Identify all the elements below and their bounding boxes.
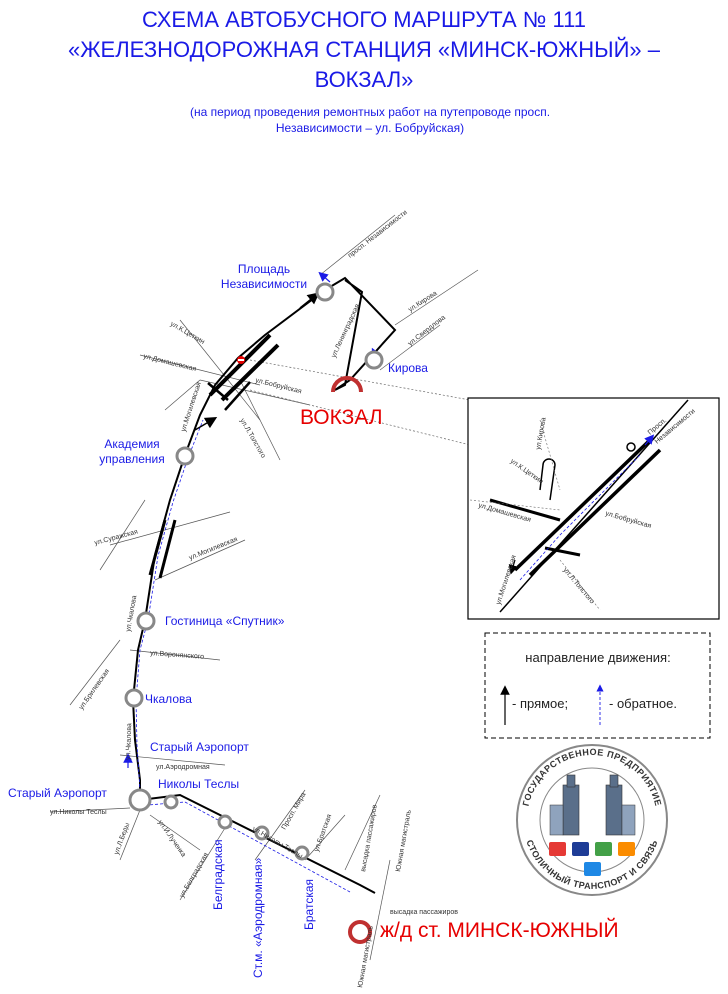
map-title-line1: СХЕМА АВТОБУСНОГО МАРШРУТА № 111 xyxy=(142,7,586,32)
street-lines xyxy=(49,214,479,961)
label-ploshchad-1: Площадь xyxy=(238,262,290,276)
label-bratskaya: Братская xyxy=(302,879,316,930)
organization-logo: ГОСУДАРСТВЕННОЕ ПРЕДПРИЯТИЕ СТОЛИЧНЫЙ ТР… xyxy=(516,744,668,896)
street-vysadka-1: высадка пассажиров xyxy=(360,804,379,872)
stop-chkalova xyxy=(124,688,144,708)
label-terminal-vokzal: ВОКЗАЛ xyxy=(300,406,383,429)
map-subtitle-line2: Независимости – ул. Бобруйская) xyxy=(275,121,465,135)
street-yuzhnaya: Южная магистраль xyxy=(395,809,413,872)
label-nikoly-tesly: Николы Теслы xyxy=(158,777,239,791)
label-stary-aeroport-left: Старый Аэропорт xyxy=(8,786,107,800)
route-reverse-line xyxy=(135,419,351,893)
legend-reverse-text: - обратное. xyxy=(609,696,677,711)
inset-map: Просп. Независимости ул.Кирова ул.К.Цетк… xyxy=(467,397,720,620)
street-aerodromnaya: ул.Аэродромная xyxy=(156,764,210,771)
street-voronyanskogo: ул.Воронянского xyxy=(150,650,205,661)
stop-markers xyxy=(124,282,384,861)
stop-bratskaya xyxy=(294,845,310,861)
label-akademiya-1: Академия xyxy=(104,437,159,451)
stop-aerodromnaya xyxy=(254,825,270,841)
label-stary-aeroport-right: Старый Аэропорт xyxy=(150,740,249,754)
street-chkalova: ул.Чкалова xyxy=(125,595,138,633)
label-chkalova: Чкалова xyxy=(145,692,192,706)
map-title-line3: ВОКЗАЛ» xyxy=(314,67,414,92)
terminal-vokzal-marker xyxy=(331,376,363,393)
tram-icon xyxy=(618,842,635,856)
street-leningradskaya: ул.Ленинградская xyxy=(330,303,361,359)
street-nikoly-tesly: ул.Николы Теслы xyxy=(50,809,107,816)
street-i-lucheka: ул.И.Лученка xyxy=(156,819,186,858)
street-vysadka-2: высадка пассажиров xyxy=(390,909,458,916)
label-aerodromnaya: Ст.м. «Аэродромная» xyxy=(251,857,265,978)
stop-ploshchad xyxy=(315,282,335,302)
overpass-zone xyxy=(148,333,280,579)
map-title-line2: «ЖЕЛЕЗНОДОРОЖНАЯ СТАНЦИЯ «МИНСК-ЮЖНЫЙ» – xyxy=(68,37,660,62)
stop-belgradskaya xyxy=(217,814,233,830)
street-k-tsetkin: ул.К.Цеткин xyxy=(169,321,206,346)
label-belgradskaya: Белградская xyxy=(211,839,225,910)
bus-icon xyxy=(572,842,589,856)
trolleybus-icon xyxy=(595,842,612,856)
street-chkalova-2: ул.Чкалова xyxy=(125,723,133,760)
terminal-minsk-marker xyxy=(348,920,372,944)
metro-icon xyxy=(549,842,566,856)
label-terminal-minsk: ж/д ст. МИНСК-ЮЖНЫЙ xyxy=(380,918,619,942)
stop-sputnik xyxy=(136,611,156,631)
stop-nikoly-tesly xyxy=(163,794,179,810)
street-brilevskaya: ул.Брилевская xyxy=(78,668,111,711)
label-akademiya-2: управления xyxy=(99,452,164,466)
legend-forward-text: - прямое; xyxy=(512,696,568,711)
legend-title: направление движения: xyxy=(525,650,670,665)
street-kirova: ул.Кирова xyxy=(407,290,438,314)
label-ploshchad-2: Независимости xyxy=(221,277,307,291)
street-mogilevskaya-2: ул.Могилевская xyxy=(188,536,239,562)
street-bratskaya: ул.Братская xyxy=(313,813,333,852)
label-sputnik: Гостиница «Спутник» xyxy=(165,614,285,628)
stop-akademiya xyxy=(175,446,195,466)
leader-lines xyxy=(249,359,471,446)
stop-kirova xyxy=(364,350,384,370)
street-belgradskaya: ул.Белградская xyxy=(179,852,210,899)
street-sverdlova: ул.Свердлова xyxy=(407,314,447,348)
street-mogilevskaya: ул.Могилевская xyxy=(180,381,203,432)
street-nezavisimosti: просп. Независимости xyxy=(347,209,409,260)
taxi-icon xyxy=(584,862,601,876)
street-domashevskaya: ул.Домашевская xyxy=(143,353,198,373)
street-prosp-mira: Просп. Мира xyxy=(281,791,308,831)
label-kirova: Кирова xyxy=(388,361,428,375)
stop-stary-aeroport xyxy=(128,788,152,812)
legend-box: направление движения: - прямое; - обратн… xyxy=(484,632,711,739)
map-subtitle-line1: (на период проведения ремонтных работ на… xyxy=(189,105,551,119)
